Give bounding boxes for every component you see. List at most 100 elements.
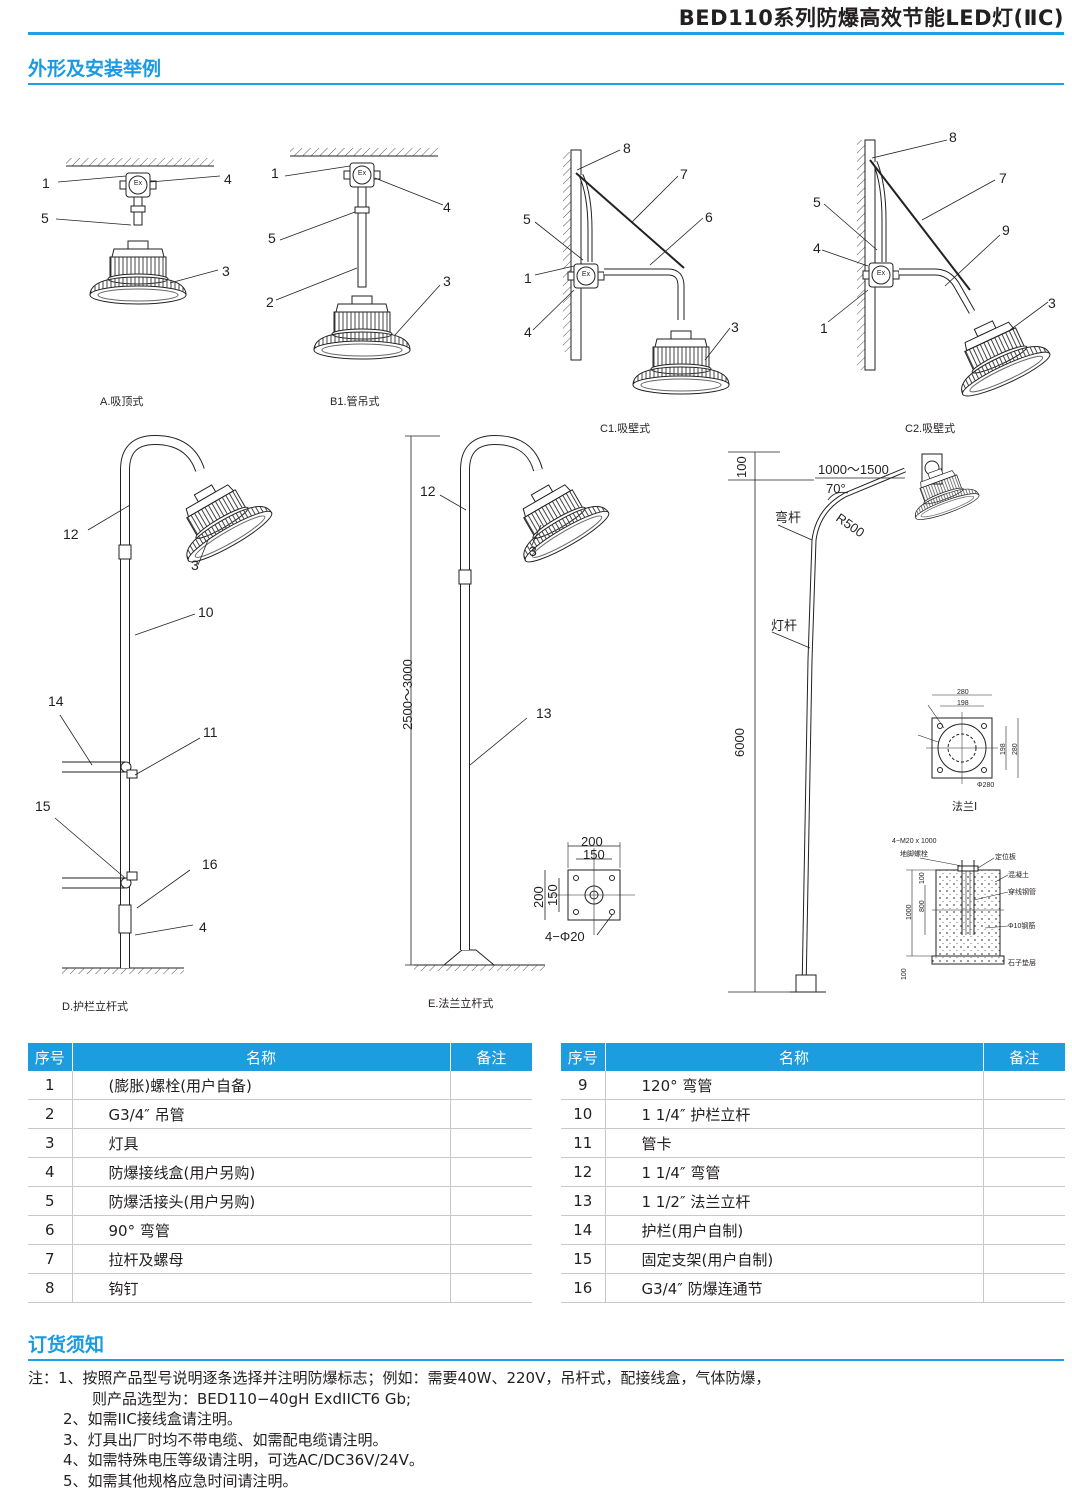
cell-name: G3/4″ 防爆连通节 [604, 1273, 983, 1303]
cell-note [449, 1157, 532, 1187]
cell-no: 1 [28, 1071, 72, 1100]
cell-note [982, 1186, 1065, 1216]
drawing-c2-wall-mount: Ex 8 7 5 9 4 1 3 C2.吸壁式 [813, 129, 1056, 435]
svg-text:150: 150 [545, 884, 560, 906]
svg-text:5: 5 [41, 210, 49, 226]
svg-text:3: 3 [1048, 295, 1056, 311]
cell-no: 7 [28, 1244, 72, 1274]
cell-name: 1 1/2″ 法兰立杆 [604, 1186, 983, 1216]
svg-text:定位板: 定位板 [995, 852, 1016, 861]
cell-name: 灯具 [71, 1128, 450, 1158]
section-title-install: 外形及安装举例 [28, 58, 162, 80]
svg-text:5: 5 [813, 194, 821, 210]
drawing-e-flange-plate: 200 150 200 150 4−Φ20 [531, 834, 635, 944]
svg-text:280: 280 [1012, 743, 1019, 755]
svg-text:280: 280 [957, 689, 969, 696]
svg-text:3: 3 [443, 273, 451, 289]
svg-text:4: 4 [524, 324, 532, 340]
cell-note [449, 1099, 532, 1129]
svg-text:4: 4 [199, 919, 207, 935]
svg-text:100: 100 [901, 968, 908, 980]
cell-no: 6 [28, 1215, 72, 1245]
svg-text:12: 12 [420, 483, 436, 499]
cell-note [982, 1071, 1065, 1100]
svg-text:11: 11 [203, 724, 218, 740]
page-title: BED110系列防爆高效节能LED灯(ⅡC) [678, 6, 1064, 30]
svg-text:100: 100 [734, 456, 749, 478]
svg-text:法兰Ⅰ: 法兰Ⅰ [952, 799, 977, 813]
svg-text:石子垫层: 石子垫层 [1008, 958, 1036, 967]
cell-no: 4 [28, 1157, 72, 1187]
cell-note [982, 1157, 1065, 1187]
cell-name: (膨胀)螺栓(用户自备) [71, 1071, 450, 1100]
svg-text:16: 16 [202, 856, 218, 872]
svg-text:混凝土: 混凝土 [1008, 870, 1029, 879]
note-line: 2、如需IIC接线盒请注明。 [63, 1410, 242, 1428]
cell-name: 管卡 [604, 1128, 983, 1158]
svg-text:E.法兰立杆式: E.法兰立杆式 [428, 996, 493, 1010]
header-no: 序号 [561, 1043, 605, 1071]
svg-text:B1.管吊式: B1.管吊式 [330, 394, 380, 408]
svg-text:穿线钢管: 穿线钢管 [1008, 887, 1036, 896]
svg-text:3: 3 [529, 543, 537, 559]
svg-text:200: 200 [531, 886, 546, 908]
cell-no: 14 [561, 1215, 605, 1245]
svg-text:3: 3 [222, 263, 230, 279]
cell-note [449, 1215, 532, 1245]
svg-text:1000: 1000 [906, 904, 913, 920]
svg-text:Φ10钢筋: Φ10钢筋 [1008, 921, 1035, 930]
drawing-c1-wall-mount: Ex 8 7 6 5 1 4 3 C1.吸壁式 [523, 140, 739, 435]
table-header-row: 序号 名称 备注 [561, 1043, 1065, 1071]
svg-text:C2.吸壁式: C2.吸壁式 [905, 421, 955, 435]
cell-no: 3 [28, 1128, 72, 1158]
section-rule-order [28, 1359, 1064, 1361]
svg-text:12: 12 [63, 526, 79, 542]
svg-text:1: 1 [820, 320, 828, 336]
note-line: 注：1、按照产品型号说明逐条选择并注明防爆标志；例如：需要40W、220V，吊杆… [28, 1369, 771, 1387]
cell-no: 12 [561, 1157, 605, 1187]
svg-text:8: 8 [623, 140, 631, 156]
cell-name: 120° 弯管 [604, 1071, 983, 1100]
svg-text:1: 1 [271, 165, 279, 181]
header-name: 名称 [604, 1043, 983, 1071]
svg-text:198: 198 [957, 700, 969, 707]
svg-text:4−M20 x 1000: 4−M20 x 1000 [892, 838, 937, 845]
cell-name: G3/4″ 吊管 [71, 1099, 450, 1129]
cell-no: 16 [561, 1273, 605, 1303]
svg-text:7: 7 [999, 170, 1007, 186]
cell-no: 8 [28, 1273, 72, 1303]
svg-text:C1.吸壁式: C1.吸壁式 [600, 421, 650, 435]
svg-text:Ex: Ex [134, 180, 143, 187]
svg-text:13: 13 [536, 705, 552, 721]
cell-note [982, 1273, 1065, 1303]
svg-text:1000～1500: 1000～1500 [818, 462, 889, 477]
drawing-a-ceiling-mount: Ex 1 4 5 3 A.吸顶式 [41, 158, 232, 408]
drawing-flange-1: 280 198 280 198 Φ280 法兰Ⅰ [917, 689, 1019, 813]
cell-name: 1 1/4″ 护栏立杆 [604, 1099, 983, 1129]
cell-no: 13 [561, 1186, 605, 1216]
section-rule-install [28, 83, 1064, 85]
cell-no: 11 [561, 1128, 605, 1158]
svg-text:2500～3000: 2500～3000 [400, 659, 415, 730]
header-note: 备注 [449, 1043, 532, 1071]
cell-name: 固定支架(用户自制) [604, 1244, 983, 1274]
cell-note [449, 1128, 532, 1158]
svg-text:14: 14 [48, 693, 64, 709]
installation-drawings: Ex 1 4 5 3 A.吸顶式 Ex 1 4 5 2 3 B1.管吊式 [35, 129, 1056, 1013]
cell-no: 15 [561, 1244, 605, 1274]
table-row: 1(膨胀)螺栓(用户自备) [28, 1071, 532, 1100]
section-title-order: 订货须知 [28, 1334, 105, 1356]
drawing-e-flange-pole: 2500～3000 12 3 13 E.法兰立杆式 [400, 434, 614, 1010]
drawing-street-pole: 100 6000 1000～1500 70° 弯杆 R500 灯杆 [728, 451, 982, 993]
